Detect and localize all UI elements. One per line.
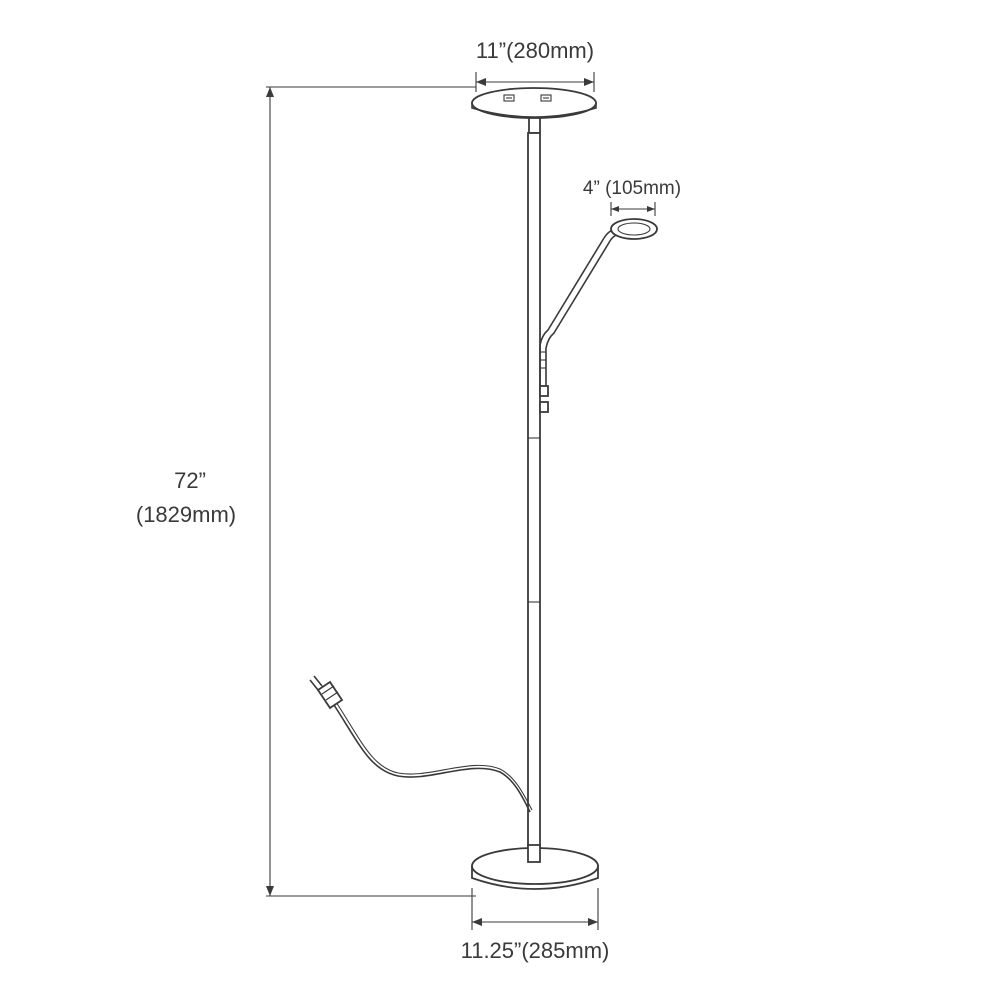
- main-pole: [527, 132, 541, 864]
- switch-icon: [539, 401, 549, 413]
- height-label-inches: 72”: [174, 468, 206, 493]
- reading-head-dimension: 4” (105mm): [583, 178, 681, 216]
- base-width-label: 11.25”(285mm): [461, 938, 610, 963]
- power-cord: [333, 701, 533, 813]
- lamp-base: [471, 844, 599, 890]
- led-chip-icon: [540, 94, 552, 102]
- switch-icon: [539, 385, 549, 397]
- reading-arm: [539, 227, 623, 413]
- top-width-dimension: 11”(280mm): [475, 38, 595, 92]
- led-chip-icon: [503, 94, 515, 102]
- base-width-dimension: 11.25”(285mm): [461, 888, 610, 963]
- uplight-head: [471, 87, 597, 134]
- height-label-mm: (1829mm): [136, 502, 236, 527]
- reading-head-label: 4” (105mm): [583, 178, 681, 199]
- height-dimension: 72” (1829mm): [136, 86, 476, 897]
- top-width-label: 11”(280mm): [476, 38, 594, 63]
- reading-head: [610, 218, 658, 240]
- plug-icon: [309, 675, 344, 710]
